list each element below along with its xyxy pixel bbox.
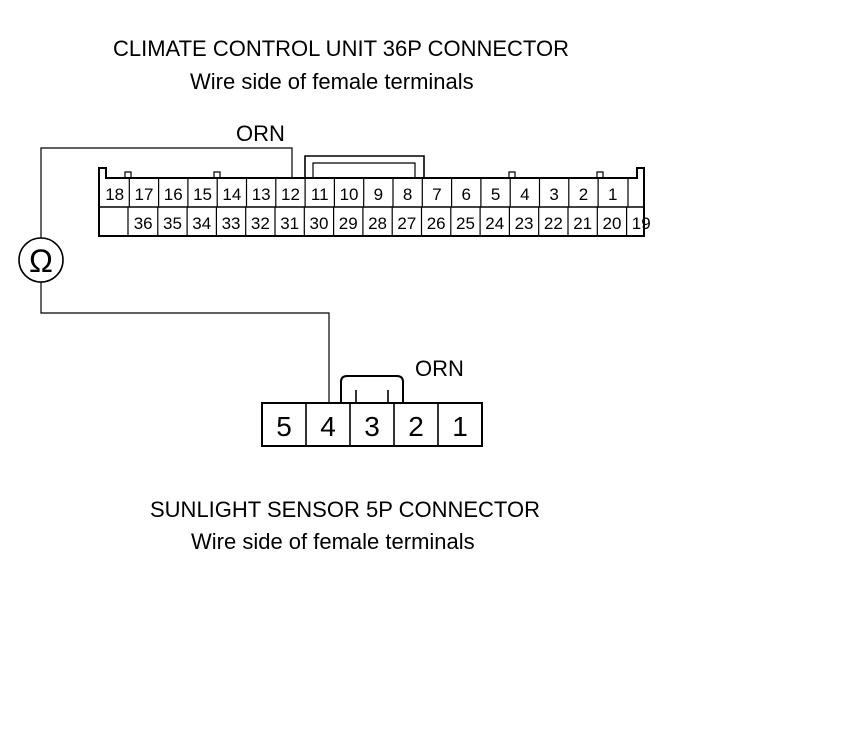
big-connector-title: CLIMATE CONTROL UNIT 36P CONNECTOR <box>113 36 569 61</box>
big-pin-bottom: 33 <box>222 214 241 233</box>
meter-lead-bottom <box>40 282 330 403</box>
small-pin: 5 <box>276 411 292 442</box>
big-pin-bottom: 28 <box>368 214 387 233</box>
big-pin-top: 13 <box>252 185 271 204</box>
big-pin-bottom: 36 <box>134 214 153 233</box>
big-pin-bottom: 25 <box>456 214 475 233</box>
small-connector-latch <box>340 375 404 404</box>
big-pin-bottom: 24 <box>485 214 504 233</box>
small-pin: 4 <box>320 411 336 442</box>
big-pin-top: 5 <box>491 185 500 204</box>
big-pin-top: 18 <box>105 185 124 204</box>
big-pin-top: 2 <box>579 185 588 204</box>
ohmmeter-icon: Ω <box>18 237 64 283</box>
big-pin-top: 3 <box>549 185 558 204</box>
big-pin-top: 4 <box>520 185 529 204</box>
big-pin-bottom: 23 <box>515 214 534 233</box>
big-pin-bottom: 34 <box>192 214 211 233</box>
ohm-symbol: Ω <box>29 243 53 279</box>
small-connector-title: SUNLIGHT SENSOR 5P CONNECTOR <box>150 497 540 522</box>
big-pin-top: 16 <box>164 185 183 204</box>
big-connector-latch <box>304 155 425 178</box>
big-pin-top: 9 <box>374 185 383 204</box>
big-pin-top: 15 <box>193 185 212 204</box>
small-pin: 1 <box>452 411 468 442</box>
big-pin-bottom: 29 <box>339 214 358 233</box>
big-pin-bottom: 19 <box>632 214 651 233</box>
big-connector-subtitle: Wire side of female terminals <box>190 69 474 94</box>
small-pin: 2 <box>408 411 424 442</box>
big-pin-bottom: 27 <box>397 214 416 233</box>
big-pin-bottom: 31 <box>280 214 299 233</box>
big-pin-top: 8 <box>403 185 412 204</box>
big-pin-bottom: 22 <box>544 214 563 233</box>
big-connector-wire-color: ORN <box>236 121 285 146</box>
big-pin-top: 6 <box>462 185 471 204</box>
big-pin-top: 17 <box>134 185 153 204</box>
big-pin-bottom: 35 <box>163 214 182 233</box>
big-pin-bottom: 32 <box>251 214 270 233</box>
small-connector-shell <box>261 402 483 447</box>
small-connector-subtitle: Wire side of female terminals <box>191 529 475 554</box>
big-pin-top: 10 <box>340 185 359 204</box>
big-pin-bottom: 30 <box>309 214 328 233</box>
big-pin-top: 14 <box>222 185 241 204</box>
orn-wire-top <box>40 147 293 238</box>
big-connector-shell <box>98 167 645 237</box>
big-pin-bottom: 26 <box>427 214 446 233</box>
big-pin-bottom: 20 <box>602 214 621 233</box>
big-pin-top: 12 <box>281 185 300 204</box>
big-pin-top: 1 <box>608 185 617 204</box>
big-pin-top: 7 <box>432 185 441 204</box>
small-connector-wire-color: ORN <box>415 356 464 381</box>
small-pin: 3 <box>364 411 380 442</box>
big-pin-top: 11 <box>311 185 329 204</box>
big-pin-bottom: 21 <box>573 214 592 233</box>
